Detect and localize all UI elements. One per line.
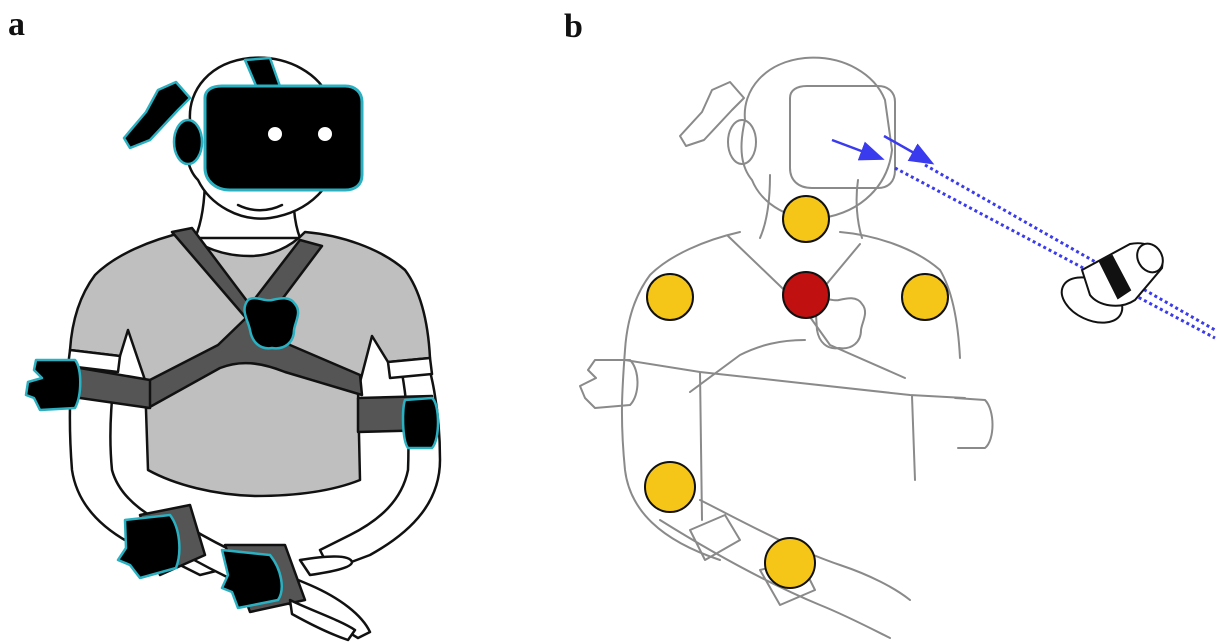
b-torso xyxy=(620,231,961,561)
panel-label-a: a xyxy=(8,6,25,43)
marker-chest xyxy=(782,271,830,319)
b-shirt-lines xyxy=(624,359,966,521)
b-forearms xyxy=(659,499,911,639)
ray-arrow-2 xyxy=(883,134,935,165)
right-arm-tracker xyxy=(401,396,440,450)
panel-b-figure xyxy=(579,56,994,639)
marker-left-shoulder xyxy=(646,273,694,321)
ear-cup xyxy=(172,118,204,166)
marker-neck xyxy=(782,195,830,243)
marker-wrist xyxy=(764,537,816,589)
panel-label-b: b xyxy=(564,8,583,45)
hand-upper xyxy=(288,598,357,642)
b-head xyxy=(740,56,893,220)
vr-headset xyxy=(203,84,364,192)
b-left-hand xyxy=(579,359,639,409)
b-neck xyxy=(759,174,863,239)
b-ear-cup xyxy=(727,119,757,165)
b-right-hand xyxy=(954,397,994,449)
marker-left-elbow xyxy=(644,461,696,513)
tracking-rays xyxy=(831,134,1216,340)
panel-a-figure xyxy=(24,56,442,642)
b-vr-headset xyxy=(789,85,896,189)
markers xyxy=(644,195,949,589)
camera-lens xyxy=(1136,242,1164,274)
b-chest-tracker xyxy=(814,297,867,350)
mouth xyxy=(236,203,284,212)
headset-camera-right xyxy=(316,125,334,143)
b-headphone xyxy=(679,81,745,147)
marker-right-shoulder xyxy=(901,273,949,321)
headset-camera-left xyxy=(266,125,284,143)
ray-arrow-1 xyxy=(831,138,885,161)
left-arm-tracker xyxy=(24,358,82,412)
right-sleeve-cuff xyxy=(386,356,434,380)
right-wrist-tracker xyxy=(220,548,283,610)
hand-lower xyxy=(298,555,354,577)
headphone-left xyxy=(122,80,192,150)
tracking-camera-icon xyxy=(1060,242,1164,324)
ray-dotted-2 xyxy=(924,163,1216,332)
camera-band xyxy=(1098,254,1132,300)
left-wrist-tracker xyxy=(116,513,181,580)
ray-dotted-1 xyxy=(894,166,1216,340)
chest-tracker xyxy=(243,296,300,350)
